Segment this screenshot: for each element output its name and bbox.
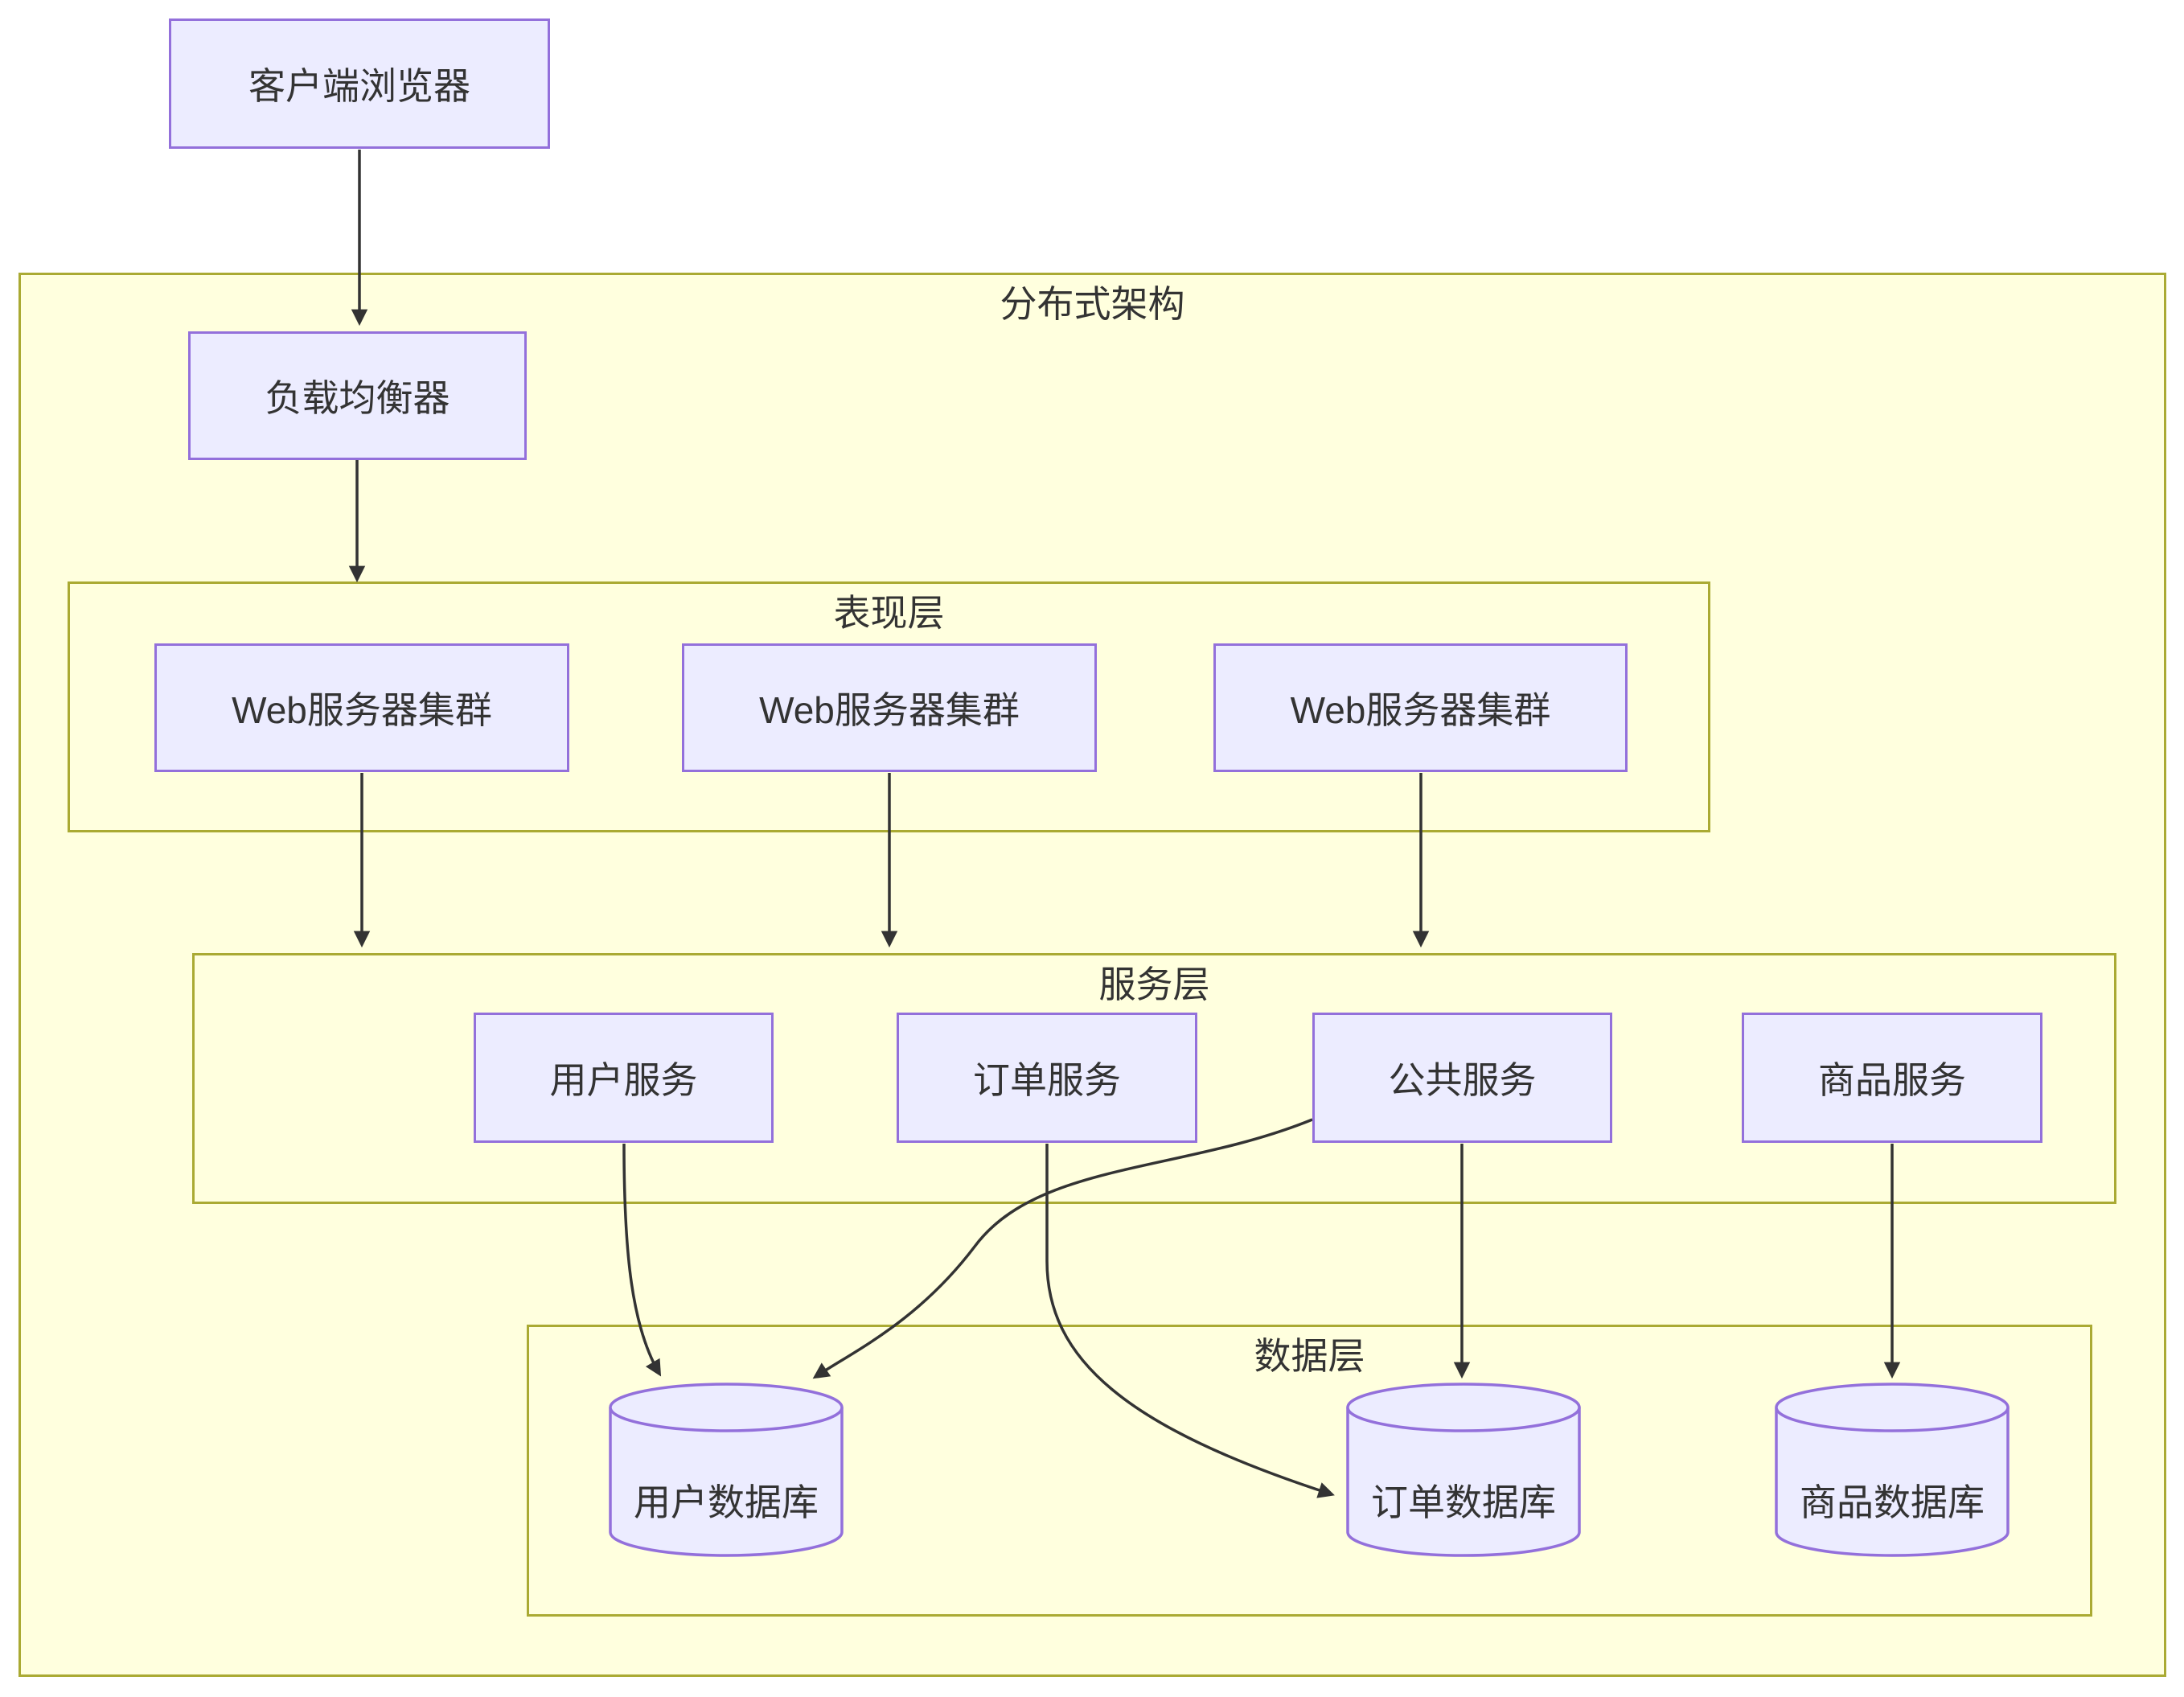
- node-order-service: 订单服务: [897, 1013, 1197, 1143]
- node-load-balancer: 负载均衡器: [188, 331, 527, 460]
- cluster-label-distributed: 分布式架构: [1000, 283, 1185, 325]
- node-user-service: 用户服务: [474, 1013, 774, 1143]
- node-label-load-balancer: 负载均衡器: [265, 377, 450, 419]
- node-product-service: 商品服务: [1742, 1013, 2042, 1143]
- node-label-order-service: 订单服务: [973, 1059, 1121, 1101]
- node-label-user-db: 用户数据库: [634, 1481, 819, 1523]
- node-web-server-cluster-1: Web服务器集群: [154, 643, 569, 772]
- cluster-label-service: 服务层: [1098, 964, 1210, 1005]
- node-label-client-browser: 客户端浏览器: [248, 65, 470, 107]
- node-label-web-server-cluster-3: Web服务器集群: [1290, 689, 1551, 731]
- node-web-server-cluster-3: Web服务器集群: [1213, 643, 1628, 772]
- cluster-data-layer: 数据层: [527, 1325, 2092, 1617]
- cluster-label-data: 数据层: [1254, 1335, 1365, 1377]
- node-label-public-service: 公共服务: [1388, 1059, 1537, 1101]
- node-label-user-service: 用户服务: [549, 1059, 698, 1101]
- node-label-web-server-cluster-1: Web服务器集群: [232, 689, 492, 731]
- node-public-service: 公共服务: [1312, 1013, 1612, 1143]
- node-client-browser: 客户端浏览器: [169, 18, 550, 149]
- node-label-order-db: 订单数据库: [1371, 1481, 1556, 1523]
- cluster-label-presentation: 表现层: [833, 592, 945, 634]
- node-label-product-service: 商品服务: [1818, 1059, 1966, 1101]
- node-label-product-db: 商品数据库: [1800, 1481, 1985, 1523]
- node-web-server-cluster-2: Web服务器集群: [682, 643, 1097, 772]
- node-label-web-server-cluster-2: Web服务器集群: [759, 689, 1020, 731]
